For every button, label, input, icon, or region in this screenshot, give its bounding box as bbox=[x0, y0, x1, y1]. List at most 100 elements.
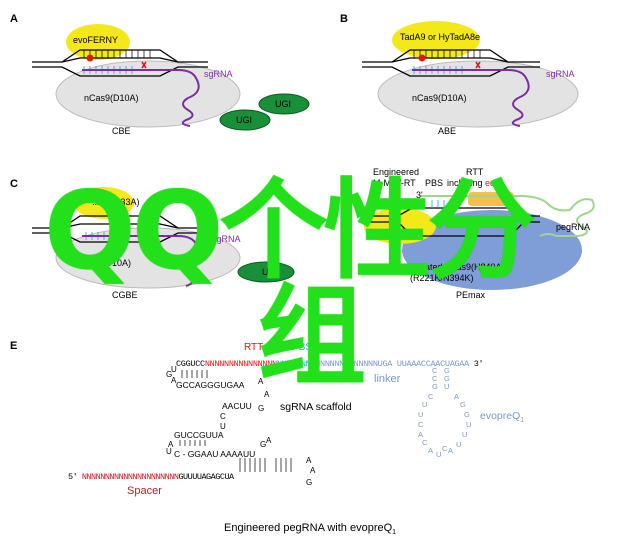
evopreq-label-text: evopreQ bbox=[480, 410, 521, 422]
panel-d-rtt-including: including bbox=[447, 178, 486, 188]
panel-d-cas-label-1: Mutated nCas9(H840A) bbox=[410, 262, 505, 272]
panel-d-rtt-label-1: RTT bbox=[466, 167, 484, 177]
loop-base-19: A bbox=[428, 446, 434, 455]
base-ticks-a bbox=[83, 50, 151, 58]
seq-top-linker: NNNNNNNNNNNNNUGA bbox=[315, 359, 393, 369]
seq-top-row: CGGUCCNNNNNNNNNNNNNNNNNNNNNNNNNNNNNNNNNN… bbox=[176, 359, 484, 369]
loop-base-20: A bbox=[448, 446, 454, 455]
seq-top-pbs: NNNNNNNN bbox=[276, 359, 316, 369]
seq-u1: U bbox=[220, 422, 226, 431]
panel-b-letter: B bbox=[340, 13, 348, 25]
linker-label: linker bbox=[374, 373, 401, 385]
cas9-protein-b bbox=[377, 60, 579, 128]
panel-c-cas-label: ...9(D10A) bbox=[90, 258, 132, 268]
panel-e-caption-sub: 1 bbox=[392, 529, 397, 537]
panel-e-caption-text: Engineered pegRNA with evopreQ bbox=[224, 522, 393, 534]
seq-g3: G bbox=[306, 478, 313, 487]
panel-d-rtt-label-2: including edit bbox=[447, 178, 500, 188]
loop-base-7: C bbox=[428, 392, 434, 401]
rtt-label: RTT bbox=[244, 342, 264, 353]
edit-site-b bbox=[418, 54, 426, 62]
panel-a-ugi1-label: UGI bbox=[275, 99, 292, 109]
seq-row2: GCCAGGGUGAA bbox=[176, 380, 245, 390]
panel-a-letter: A bbox=[10, 13, 18, 25]
ugi-2-a bbox=[219, 109, 271, 131]
panel-d-5prime-label: 5' bbox=[394, 250, 401, 260]
panel-b-deaminase-label: TadA9 or HyTadA8e bbox=[400, 32, 481, 42]
seq-a-left: A bbox=[171, 376, 177, 385]
seq-g1: G bbox=[258, 404, 265, 413]
cas9-protein-c bbox=[55, 227, 241, 289]
cas9-protein-d bbox=[402, 210, 582, 290]
panel-d-graphic bbox=[364, 192, 595, 290]
panel-a-ugi2-label: UGI bbox=[236, 115, 253, 125]
loop-base-3: C bbox=[432, 374, 438, 383]
scaffold-pairing-ticks bbox=[179, 370, 292, 472]
seq-top-evopreq: UUAAACCAACUAGAA bbox=[396, 359, 469, 369]
loop-base-13: C bbox=[418, 420, 424, 429]
loop-base-18: U bbox=[456, 440, 462, 449]
edit-site-a bbox=[86, 54, 94, 62]
loop-base-21: U bbox=[436, 450, 442, 459]
panel-d-pbs-label: PBS bbox=[425, 178, 444, 188]
seq-a2: A bbox=[168, 440, 174, 449]
loop-base-16: U bbox=[462, 430, 468, 439]
panel-c-editor-label: CGBE bbox=[112, 290, 138, 300]
loop-base-9: U bbox=[422, 400, 428, 409]
loop-base-15: A bbox=[418, 430, 424, 439]
scissors-c bbox=[145, 227, 151, 235]
loop-base-1: C bbox=[432, 366, 438, 375]
dna-c bbox=[32, 215, 208, 243]
ugi-c bbox=[237, 261, 295, 283]
seq-top-rtt: NNNNNNNNNNNNNNN bbox=[204, 359, 277, 369]
pegrna-d bbox=[420, 195, 595, 237]
sgrna-c bbox=[82, 235, 200, 287]
panel-c-graphic bbox=[32, 187, 295, 289]
loop-base-2: G bbox=[444, 366, 450, 375]
cas9-protein-a bbox=[55, 60, 241, 128]
seq-row2-a: A bbox=[258, 377, 264, 386]
deaminase-c bbox=[74, 187, 134, 219]
panel-d-3prime-label: 3' bbox=[416, 190, 423, 200]
loop-base-4: G bbox=[444, 374, 450, 383]
scissors-b bbox=[475, 61, 481, 69]
panel-c-deaminase-label: ...C1(R33A) bbox=[92, 197, 140, 207]
seq-bottom-row: 5' NNNNNNNNNNNNNNNNNNNNNGUUUUAGAGCUA bbox=[68, 472, 234, 482]
loop-base-6: U bbox=[444, 382, 450, 391]
seq-a5: A bbox=[310, 466, 316, 475]
seq-top-left: CGGUCC bbox=[176, 359, 205, 369]
seq-top-3prime: 3' bbox=[473, 359, 484, 369]
panel-e-letter: E bbox=[10, 340, 18, 352]
sgrna-scaffold-label: sgRNA scaffold bbox=[280, 401, 352, 413]
panel-a-graphic bbox=[32, 24, 310, 131]
evopreq-label: evopreQ1 bbox=[480, 410, 524, 424]
panel-a-sgrna-label: sgRNA bbox=[204, 69, 233, 79]
seq-bottom: GUUUUAGAGCUA bbox=[178, 472, 234, 482]
scissors-a bbox=[141, 61, 147, 69]
panel-a-editor-label: CBE bbox=[112, 126, 131, 136]
ugi-1-a bbox=[258, 93, 310, 115]
panel-d-editor-label: PEmax bbox=[456, 290, 486, 300]
loop-base-5: G bbox=[432, 382, 438, 391]
seq-uc: U bbox=[166, 447, 172, 456]
evopreq-label-sub: 1 bbox=[520, 417, 525, 425]
seq-spacer-n: NNNNNNNNNNNNNNNNNNNNN bbox=[81, 472, 179, 482]
seq-g-left: G bbox=[166, 370, 173, 379]
pbs-label: PBS bbox=[292, 342, 313, 353]
panel-d-pegrna-label: pegRNA bbox=[556, 222, 591, 232]
loop-base-11: U bbox=[418, 410, 424, 419]
loop-base-14: U bbox=[466, 420, 472, 429]
seq-a1: A bbox=[264, 390, 270, 399]
seq-g2: G bbox=[260, 440, 267, 449]
spacer-label: Spacer bbox=[127, 485, 162, 497]
dna-d bbox=[368, 207, 540, 237]
seq-5prime: 5' bbox=[68, 472, 78, 482]
loop-base-12: G bbox=[464, 410, 470, 419]
seq-aacuu: AACUU bbox=[222, 401, 252, 411]
panel-a-deaminase-label: evoFERNY bbox=[73, 35, 119, 45]
sgrna-b bbox=[412, 69, 530, 127]
panel-d-rt-label-2: M-MLV-RT bbox=[373, 178, 416, 188]
loop-base-17: C bbox=[422, 438, 428, 447]
panel-b-sgrna-label: sgRNA bbox=[546, 69, 575, 79]
